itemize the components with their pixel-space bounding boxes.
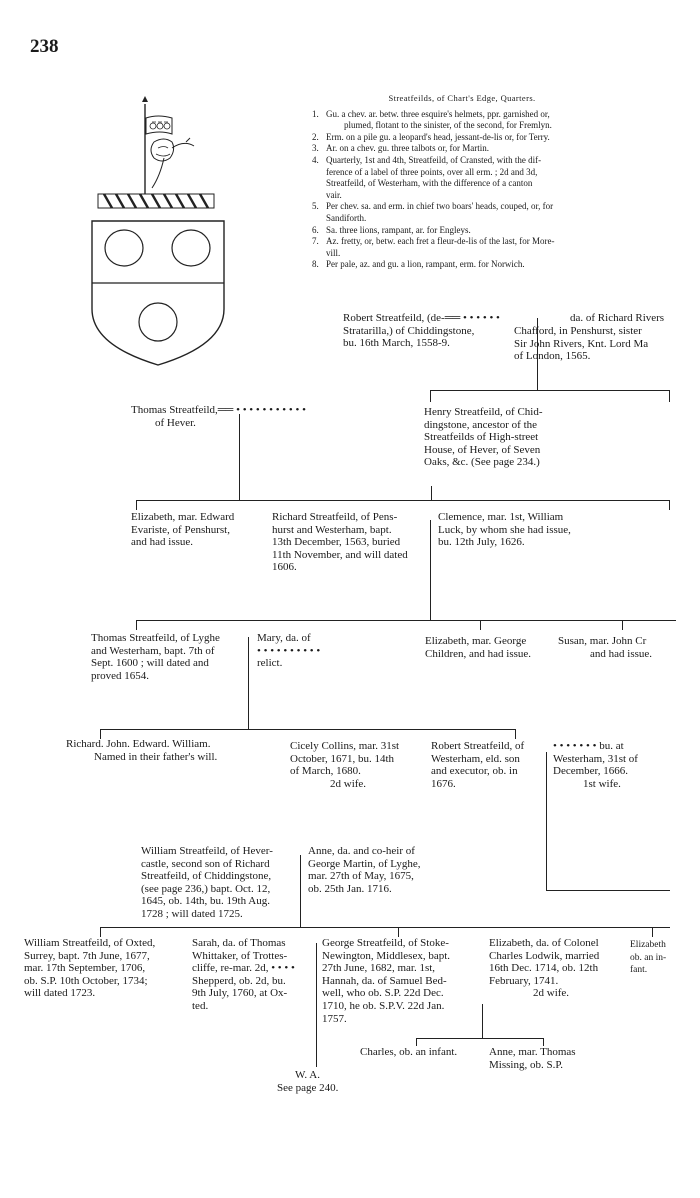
- robert-senior-entry: Robert Streatfeild, (de-══ • • • • • • S…: [343, 312, 500, 350]
- elizabeth-lodwik-entry: Elizabeth, da. of Colonel Charles Lodwik…: [489, 937, 599, 1000]
- chafford-entry-cont: Chafford, in Penshurst, sister Sir John …: [514, 325, 648, 363]
- connector-line: [430, 390, 670, 391]
- connector-line: [136, 620, 676, 621]
- connector-line: [416, 1038, 544, 1039]
- susan-entry: Susan, mar. John Cr and had issue.: [558, 635, 652, 660]
- connector-line: [136, 500, 137, 510]
- quarter-item: 2.Erm. on a pile gu. a leopard's head, j…: [312, 132, 700, 144]
- quarter-item: 4.Quarterly, 1st and 4th, Streatfeild, o…: [312, 155, 700, 201]
- anne-missing-entry: Anne, mar. Thomas Missing, ob. S.P.: [489, 1046, 576, 1071]
- connector-line: [248, 637, 249, 729]
- charles-entry: Charles, ob. an infant.: [360, 1046, 457, 1059]
- connector-line: [430, 390, 431, 402]
- mary-entry: Mary, da. of • • • • • • • • • • relict.: [257, 632, 320, 670]
- wa-reference: W. A. See page 240.: [277, 1069, 338, 1094]
- connector-line: [622, 620, 623, 630]
- sons-entry: Richard. John. Edward. William. Named in…: [66, 738, 217, 763]
- clemence-entry: Clemence, mar. 1st, William Luck, by who…: [438, 511, 571, 549]
- quarter-item: 7.Az. fretty, or, betw. each fret a fleu…: [312, 236, 700, 259]
- quarters-list: Streatfeilds, of Chart's Edge, Quarters.…: [312, 93, 700, 271]
- crest-icon: [68, 96, 228, 216]
- first-wife-entry: • • • • • • • bu. at Westerham, 31st of …: [553, 740, 638, 790]
- richard-penshurst-entry: Richard Streatfeild, of Pens- hurst and …: [272, 511, 408, 574]
- anne-martin-entry: Anne, da. and co-heir of George Martin, …: [308, 845, 421, 895]
- quarter-item: 5.Per chev. sa. and erm. in chief two bo…: [312, 201, 700, 224]
- cicely-entry: Cicely Collins, mar. 31st October, 1671,…: [290, 740, 399, 790]
- quarter-item: 8.Per pale, az. and gu. a lion, rampant,…: [312, 259, 700, 271]
- quarters-title: Streatfeilds, of Chart's Edge, Quarters.: [312, 93, 700, 105]
- connector-line: [136, 620, 137, 630]
- connector-line: [482, 1004, 483, 1038]
- quarter-item: 6.Sa. three lions, rampant, ar. for Engl…: [312, 225, 700, 237]
- elizabeth-evariste-entry: Elizabeth, mar. Edward Evariste, of Pens…: [131, 511, 234, 549]
- connector-line: [652, 927, 653, 937]
- quarter-item: 1.Gu. a chev. ar. betw. three esquire's …: [312, 109, 700, 132]
- connector-line: [515, 729, 516, 739]
- connector-line: [136, 500, 670, 501]
- connector-line: [543, 1038, 544, 1046]
- connector-line: [398, 927, 399, 937]
- sarah-entry: Sarah, da. of Thomas Whittaker, of Trott…: [192, 937, 295, 1013]
- connector-line: [669, 500, 670, 510]
- connector-line: [100, 927, 670, 928]
- connector-line: [480, 620, 481, 630]
- connector-line: [669, 390, 670, 402]
- thomas-hever-entry: Thomas Streatfeild,══ • • • • • • • • • …: [131, 404, 306, 429]
- quarter-item: 3.Ar. on a chev. gu. three talbots or, f…: [312, 143, 700, 155]
- connector-line: [430, 520, 431, 620]
- william-oxted-entry: William Streatfeild, of Oxted, Surrey, b…: [24, 937, 155, 1000]
- connector-line: [546, 752, 547, 890]
- elizabeth-infant-entry: Elizabeth ob. an in- fant.: [630, 939, 666, 977]
- thomas-lyghe-entry: Thomas Streatfeild, of Lyghe and Westerh…: [91, 632, 220, 682]
- connector-line: [546, 890, 670, 891]
- chafford-entry: da. of Richard Rivers: [570, 312, 664, 325]
- page-number: 238: [30, 36, 59, 58]
- connector-line: [300, 855, 301, 927]
- connector-line: [431, 486, 432, 500]
- robert-junior-entry: Robert Streatfeild, of Westerham, eld. s…: [431, 740, 524, 790]
- connector-line: [100, 729, 516, 730]
- elizabeth-george-entry: Elizabeth, mar. George Children, and had…: [425, 635, 531, 660]
- henry-entry: Henry Streatfeild, of Chid- dingstone, a…: [424, 406, 543, 469]
- william-hever-entry: William Streatfeild, of Hever- castle, s…: [141, 845, 273, 921]
- connector-line: [100, 927, 101, 937]
- shield-icon: [90, 219, 226, 371]
- george-entry: George Streatfeild, of Stoke- Newington,…: [322, 937, 450, 1025]
- connector-line: [316, 943, 317, 1067]
- connector-line: [416, 1038, 417, 1046]
